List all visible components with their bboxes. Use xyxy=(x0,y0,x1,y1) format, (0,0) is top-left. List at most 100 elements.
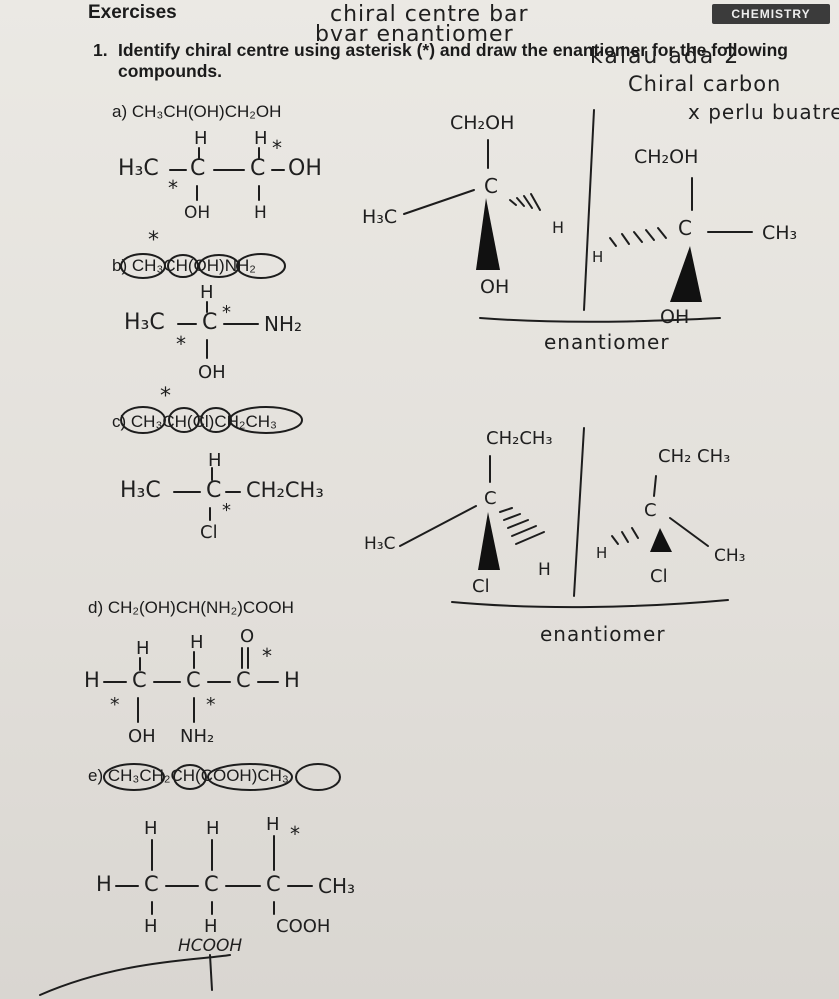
question-line-2: compounds. xyxy=(118,61,223,81)
hash xyxy=(611,535,619,545)
circle-mark xyxy=(295,763,341,791)
struct-d-t1: H xyxy=(136,638,150,659)
struct-e-h: H xyxy=(96,872,112,896)
struct-c-right: CH₂CH₃ xyxy=(246,478,324,502)
struct-e-b3: COOH xyxy=(276,916,331,937)
struct-e-t2: H xyxy=(206,818,220,839)
struct-a-top1: H xyxy=(194,128,208,149)
struct-e-c2: C xyxy=(204,872,219,896)
struct-d-t2: H xyxy=(190,632,204,653)
wedge-c1-top: CH₂CH₃ xyxy=(486,428,553,449)
wedge-a1-top: CH₂OH xyxy=(450,112,515,134)
circle-mark xyxy=(168,407,200,433)
struct-b-top: H xyxy=(200,282,214,303)
wedge-a1-center: C xyxy=(484,174,498,198)
struct-e-t3: H xyxy=(266,814,280,835)
part-e-label: e) CH₃CH₂CH(COOH)CH₃ xyxy=(88,766,289,785)
struct-a-left: H₃C xyxy=(118,156,159,181)
struct-d-c1: C xyxy=(132,668,147,692)
struct-a-star-1: * xyxy=(168,176,178,200)
wedge-bond xyxy=(403,189,475,215)
hash xyxy=(516,197,525,207)
wedge-c2-top: CH₂ CH₃ xyxy=(658,446,731,467)
divider-line xyxy=(583,109,595,311)
struct-d-star-1: * xyxy=(110,694,120,716)
note-enantiomer: bvar enantiomer xyxy=(315,22,514,47)
section-title: Exercises xyxy=(88,2,177,23)
wedge-a2-right: CH₃ xyxy=(762,222,798,244)
wedge-c1-center: C xyxy=(484,488,497,509)
arrow-mark xyxy=(39,954,231,996)
struct-d-b1: OH xyxy=(128,726,156,747)
wedge-bond xyxy=(653,475,657,497)
struct-c-left: H₃C xyxy=(120,478,161,503)
hash xyxy=(503,513,521,521)
hash xyxy=(511,525,537,537)
hash xyxy=(621,531,629,543)
part-a-label: a) CH₃CH(OH)CH₂OH xyxy=(112,102,282,121)
note-chiral-carbon: Chiral carbon xyxy=(628,72,782,96)
struct-a-star-2: * xyxy=(272,136,282,160)
circle-mark xyxy=(103,763,165,791)
circle-mark xyxy=(229,406,303,434)
struct-c-star-2: * xyxy=(160,384,171,409)
struct-d-b2: NH₂ xyxy=(180,726,215,747)
struct-b-c: C xyxy=(202,310,218,335)
struct-c-c: C xyxy=(206,478,222,503)
struct-e-star: * xyxy=(290,822,300,846)
circle-mark xyxy=(173,764,207,790)
circle-mark xyxy=(236,253,286,279)
struct-b-bot: OH xyxy=(198,362,226,383)
struct-c-bot: Cl xyxy=(200,522,218,543)
struct-e-t1: H xyxy=(144,818,158,839)
struct-d-c2: C xyxy=(186,668,201,692)
struct-e-b2: H xyxy=(204,916,218,937)
wedge-c1-hash: H xyxy=(538,560,551,580)
wedge-a1-wedge: OH xyxy=(480,276,510,298)
struct-a-c1: C xyxy=(190,156,206,181)
wedge-a2-top: CH₂OH xyxy=(634,146,699,168)
wedge-a2-hash: H xyxy=(592,248,604,266)
wedge-a1-left: H₃C xyxy=(362,206,398,228)
note-chiral-centre: chiral centre bar xyxy=(330,2,529,27)
solid-wedge xyxy=(476,198,500,270)
circle-mark xyxy=(167,254,199,278)
struct-e-b1: H xyxy=(144,916,158,937)
struct-d-star-3: * xyxy=(262,644,272,668)
struct-d-star-2: * xyxy=(206,694,216,716)
struct-e-c3: C xyxy=(266,872,281,896)
enantiomer-label-2: enantiomer xyxy=(540,622,666,646)
part-e-formula: CH₃CH₂CH(COOH)CH₃ xyxy=(107,766,289,785)
struct-a-top2: H xyxy=(254,128,268,149)
hash xyxy=(507,519,529,529)
hash xyxy=(645,229,655,241)
question-number: 1. xyxy=(93,40,108,60)
struct-c-star: * xyxy=(222,500,231,521)
struct-d-h: H xyxy=(84,668,100,692)
note-kalau-ada: kalau ada 2 xyxy=(590,44,741,69)
struct-a-right: OH xyxy=(288,156,322,181)
wedge-a2-wedge: OH xyxy=(660,306,690,328)
struct-d-rh: H xyxy=(284,668,300,692)
part-c-formula: CH₃CH(Cl)CH₂CH₃ xyxy=(130,412,277,431)
circle-mark xyxy=(198,254,240,278)
solid-wedge xyxy=(670,246,702,302)
circle-mark xyxy=(120,406,166,434)
struct-b-right: NH₂ xyxy=(264,312,303,336)
struct-a-c2: C xyxy=(250,156,266,181)
hash xyxy=(631,527,639,539)
hash xyxy=(609,237,617,247)
solid-wedges xyxy=(476,198,702,570)
struct-a-bot2: H xyxy=(254,203,267,223)
struct-c-top: H xyxy=(208,450,222,471)
part-d-formula: CH₂(OH)CH(NH₂)COOH xyxy=(107,598,294,617)
hash xyxy=(509,199,517,206)
struct-e-note: HCOOH xyxy=(178,936,243,956)
question-line-1: Identify chiral centre using asterisk (*… xyxy=(118,40,788,60)
hash xyxy=(523,195,533,209)
note-perlu: x perlu buatren xyxy=(688,100,839,124)
hash xyxy=(530,193,541,211)
solid-wedge xyxy=(650,528,672,552)
